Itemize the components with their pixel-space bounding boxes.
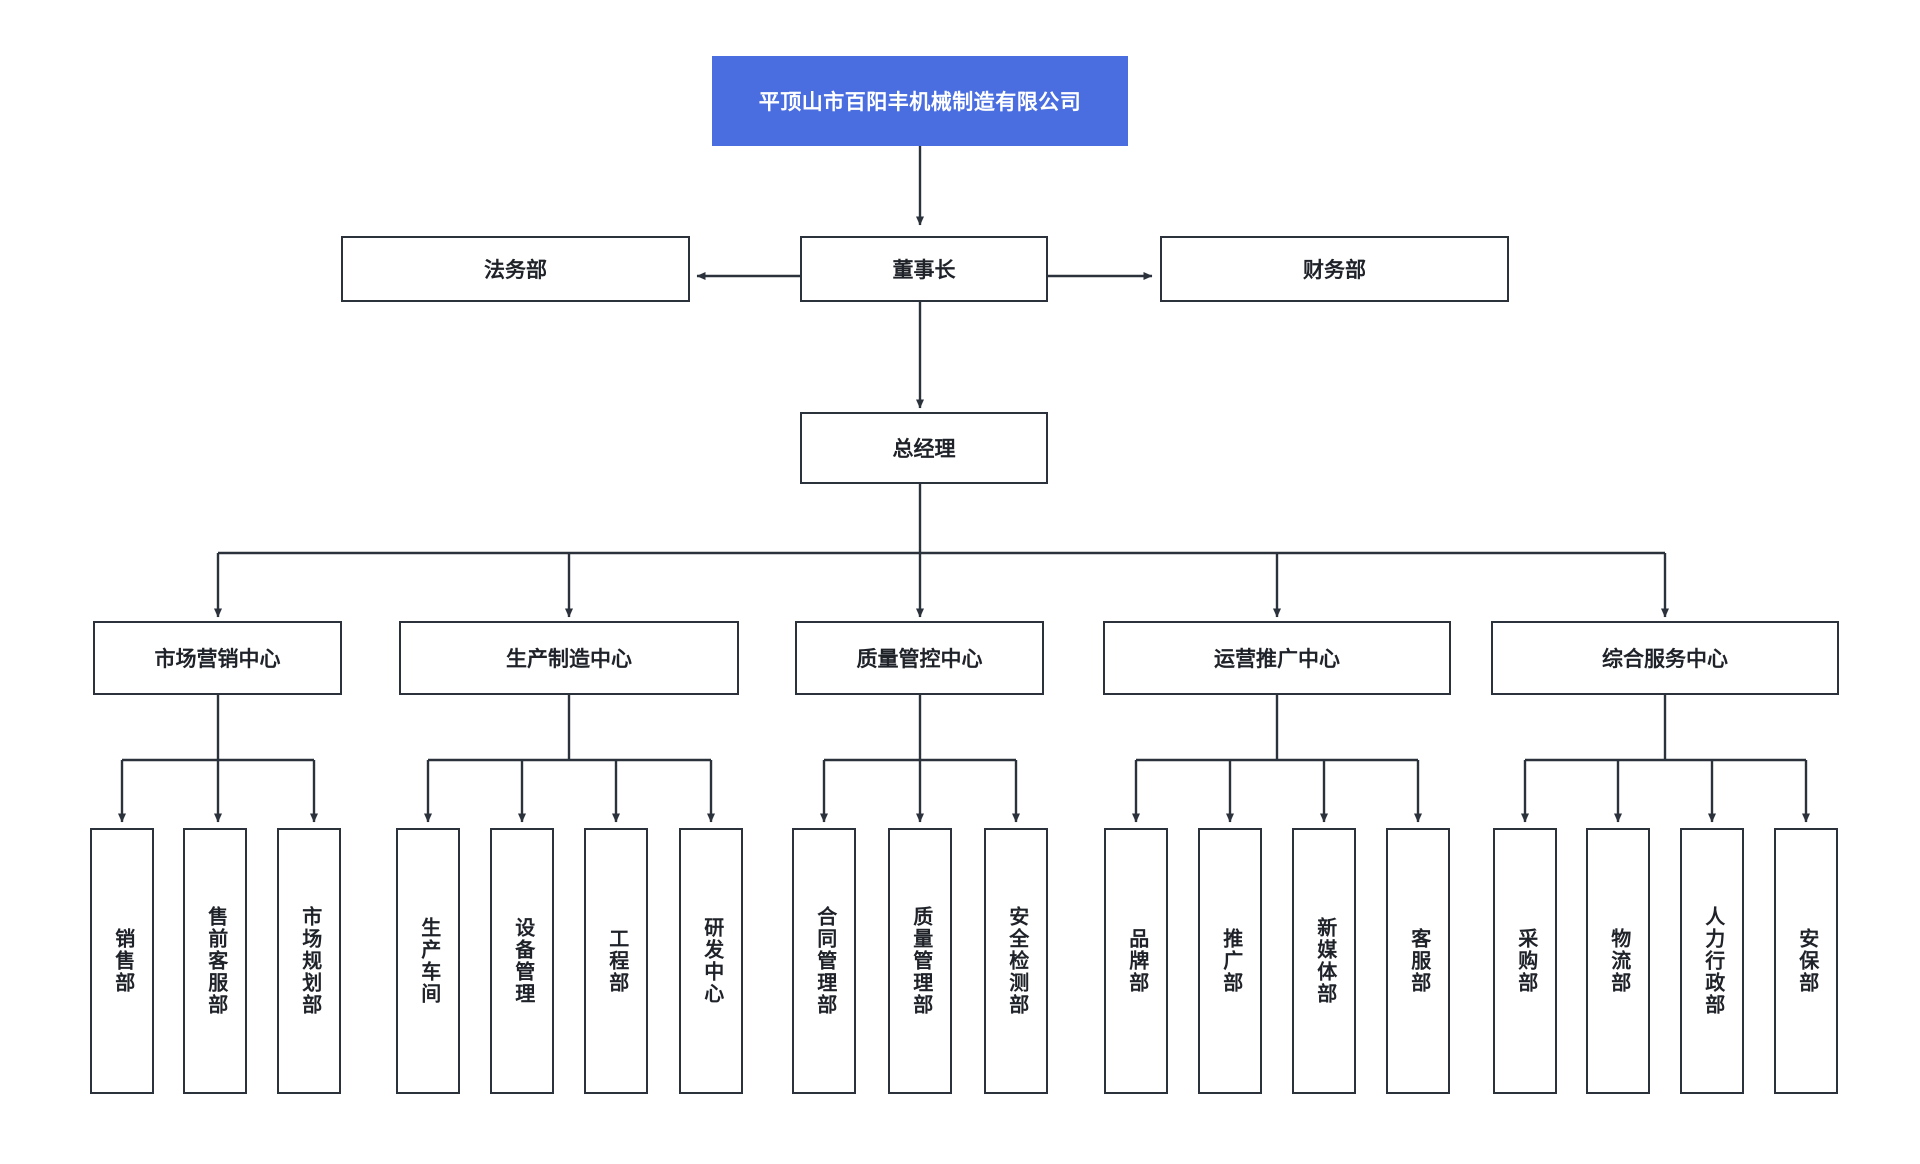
node-label-dept-rnd-center: 研发中心	[700, 917, 723, 1005]
node-dept-market-planning[interactable]: 市场规划部	[277, 828, 341, 1094]
node-label-dept-production-workshop: 生产车间	[417, 917, 440, 1005]
node-dept-safety-inspection[interactable]: 安全检测部	[984, 828, 1048, 1094]
node-center-services[interactable]: 综合服务中心	[1491, 621, 1839, 695]
node-label-center-marketing: 市场营销中心	[154, 648, 281, 671]
node-center-manufacturing[interactable]: 生产制造中心	[399, 621, 739, 695]
node-label-dept-procurement: 采购部	[1514, 928, 1537, 994]
node-chairman[interactable]: 董事长	[800, 236, 1048, 302]
node-label-dept-safety-inspection: 安全检测部	[1005, 906, 1028, 1016]
node-dept-promotion[interactable]: 推广部	[1198, 828, 1262, 1094]
node-dept-production-workshop[interactable]: 生产车间	[396, 828, 460, 1094]
node-label-general-manager: 总经理	[892, 438, 956, 461]
node-general-manager[interactable]: 总经理	[800, 412, 1048, 484]
node-dept-security[interactable]: 安保部	[1774, 828, 1838, 1094]
node-label-center-services: 综合服务中心	[1602, 648, 1728, 671]
node-label-finance-department: 财务部	[1303, 259, 1366, 282]
node-label-chairman: 董事长	[892, 259, 956, 282]
node-center-quality[interactable]: 质量管控中心	[795, 621, 1044, 695]
node-label-dept-sales: 销售部	[111, 928, 134, 994]
node-dept-quality-management[interactable]: 质量管理部	[888, 828, 952, 1094]
node-dept-presales-service[interactable]: 售前客服部	[183, 828, 247, 1094]
node-label-dept-presales-service: 售前客服部	[204, 906, 227, 1016]
node-label-dept-hr-admin: 人力行政部	[1701, 906, 1724, 1016]
node-label-dept-contract-management: 合同管理部	[813, 906, 836, 1016]
node-label-center-operations: 运营推广中心	[1214, 648, 1340, 671]
node-dept-rnd-center[interactable]: 研发中心	[679, 828, 743, 1094]
node-dept-procurement[interactable]: 采购部	[1493, 828, 1557, 1094]
node-dept-hr-admin[interactable]: 人力行政部	[1680, 828, 1744, 1094]
node-center-marketing[interactable]: 市场营销中心	[93, 621, 342, 695]
node-label-dept-security: 安保部	[1795, 928, 1818, 994]
node-company-root[interactable]: 平顶山市百阳丰机械制造有限公司	[712, 56, 1128, 146]
node-dept-new-media[interactable]: 新媒体部	[1292, 828, 1356, 1094]
node-label-dept-market-planning: 市场规划部	[298, 906, 321, 1016]
node-label-dept-new-media: 新媒体部	[1313, 917, 1336, 1005]
node-label-center-quality: 质量管控中心	[856, 648, 983, 671]
node-dept-customer-service[interactable]: 客服部	[1386, 828, 1450, 1094]
node-finance-department[interactable]: 财务部	[1160, 236, 1509, 302]
node-label-legal-department: 法务部	[484, 259, 547, 282]
node-label-company-root: 平顶山市百阳丰机械制造有限公司	[758, 91, 1082, 114]
node-label-center-manufacturing: 生产制造中心	[506, 648, 632, 671]
node-legal-department[interactable]: 法务部	[341, 236, 690, 302]
node-label-dept-logistics: 物流部	[1607, 928, 1630, 994]
node-dept-sales[interactable]: 销售部	[90, 828, 154, 1094]
node-dept-engineering[interactable]: 工程部	[584, 828, 648, 1094]
node-dept-logistics[interactable]: 物流部	[1586, 828, 1650, 1094]
node-label-dept-engineering: 工程部	[605, 928, 628, 994]
node-center-operations[interactable]: 运营推广中心	[1103, 621, 1451, 695]
node-label-dept-customer-service: 客服部	[1407, 928, 1430, 994]
node-label-dept-promotion: 推广部	[1219, 928, 1242, 994]
node-dept-equipment-management[interactable]: 设备管理	[490, 828, 554, 1094]
node-label-dept-brand: 品牌部	[1125, 928, 1148, 994]
node-label-dept-quality-management: 质量管理部	[909, 906, 932, 1016]
node-dept-contract-management[interactable]: 合同管理部	[792, 828, 856, 1094]
node-label-dept-equipment-management: 设备管理	[511, 917, 534, 1005]
node-dept-brand[interactable]: 品牌部	[1104, 828, 1168, 1094]
